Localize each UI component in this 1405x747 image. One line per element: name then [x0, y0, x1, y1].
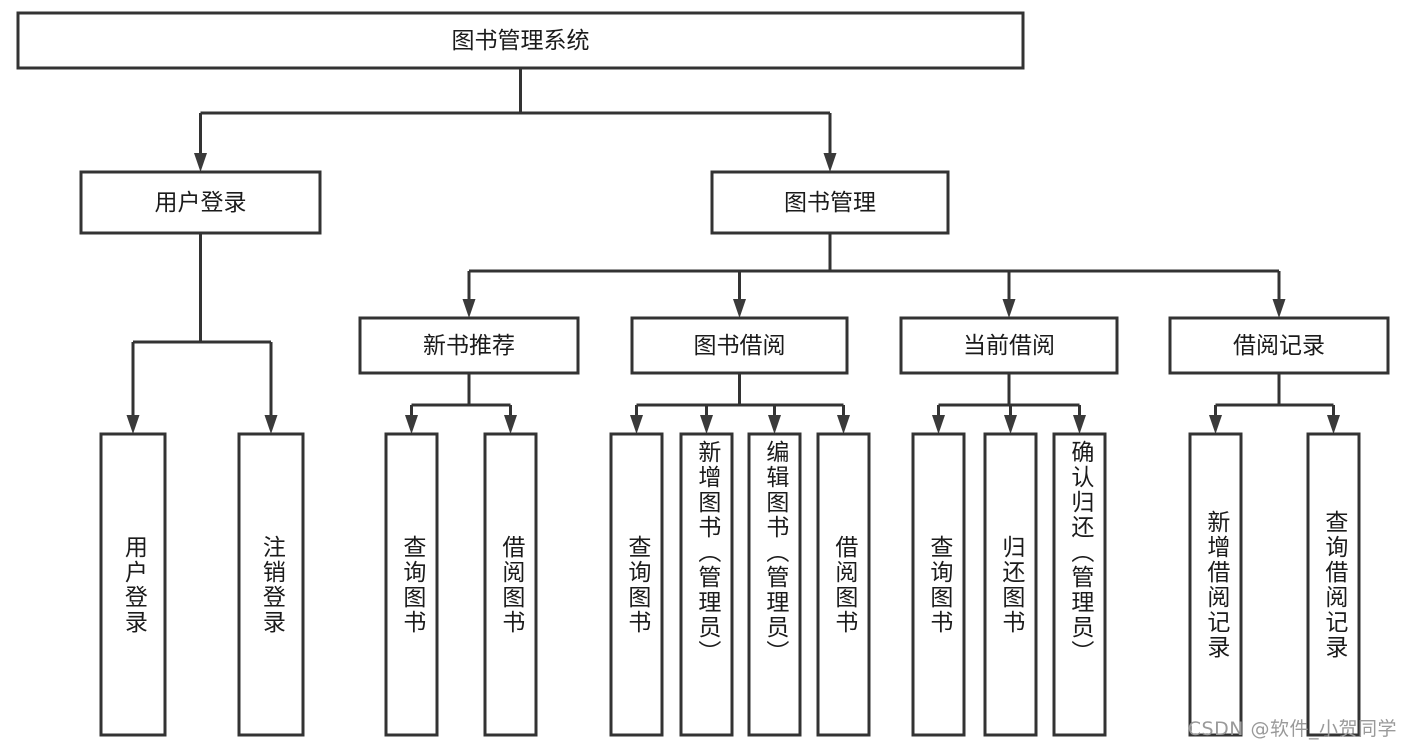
level2-node-box-2[interactable] — [899, 316, 1119, 375]
leaf-node-box-2[interactable] — [384, 432, 439, 737]
arrow-head-icon-leaf-2-1 — [700, 415, 713, 434]
arrow-head-icon-leaf-0-0 — [126, 415, 140, 434]
arrow-head-icon-leaf-0-1 — [264, 415, 278, 434]
level2-node-label-1: 图书借阅 — [694, 333, 786, 359]
arrow-head-icon-root-l1-0 — [194, 153, 207, 172]
leaf-node-box-9[interactable] — [983, 432, 1038, 737]
leaf-node-box-1[interactable] — [237, 432, 305, 737]
boxes-layer — [16, 11, 1390, 737]
arrow-head-icon-leaf-3-0 — [932, 415, 945, 434]
level2-node-label-0: 新书推荐 — [423, 333, 515, 359]
leaf-node-box-6[interactable] — [747, 432, 802, 737]
level1-node-box-0[interactable] — [79, 170, 322, 235]
root-node-label: 图书管理系统 — [452, 28, 590, 54]
level1-node-label-0: 用户登录 — [155, 190, 247, 216]
arrow-head-icon-mgmt-l2-3 — [1272, 299, 1286, 318]
leaf-node-box-8[interactable] — [911, 432, 966, 737]
arrow-head-icon-leaf-4-0 — [1209, 415, 1222, 434]
connectors-layer — [126, 68, 1340, 434]
arrow-head-icon-leaf-1-1 — [504, 415, 517, 434]
level2-node-label-3: 借阅记录 — [1233, 333, 1325, 359]
arrow-head-icon-root-l1-1 — [823, 153, 837, 172]
arrow-head-icon-mgmt-l2-2 — [1002, 299, 1016, 318]
arrow-head-icon-leaf-3-1 — [1004, 415, 1017, 434]
leaf-node-box-11[interactable] — [1188, 432, 1243, 737]
level1-node-label-1: 图书管理 — [784, 190, 876, 216]
arrow-head-icon-leaf-4-1 — [1327, 415, 1340, 434]
arrow-head-icon-mgmt-l2-0 — [462, 299, 476, 318]
arrow-head-icon-leaf-3-2 — [1073, 415, 1086, 434]
root-node-box[interactable] — [16, 11, 1025, 70]
arrow-head-icon-leaf-1-0 — [405, 415, 418, 434]
leaf-node-box-3[interactable] — [483, 432, 538, 737]
arrow-head-icon-mgmt-l2-1 — [733, 299, 746, 318]
level2-node-label-2: 当前借阅 — [963, 333, 1055, 359]
arrow-head-icon-leaf-2-3 — [837, 415, 850, 434]
leaf-node-box-4[interactable] — [609, 432, 664, 737]
leaf-node-box-7[interactable] — [816, 432, 871, 737]
csdn-watermark: CSDN @软件_小贺同学 — [1187, 718, 1397, 740]
arrow-head-icon-leaf-2-2 — [768, 415, 781, 434]
leaf-node-box-10[interactable] — [1052, 432, 1107, 737]
level2-node-box-1[interactable] — [630, 316, 849, 375]
level2-node-box-3[interactable] — [1168, 316, 1390, 375]
arrow-head-icon-leaf-2-0 — [630, 415, 643, 434]
leaf-node-box-12[interactable] — [1306, 432, 1361, 737]
level1-node-box-1[interactable] — [710, 170, 950, 235]
leaf-node-box-0[interactable] — [99, 432, 167, 737]
level2-node-box-0[interactable] — [358, 316, 580, 375]
leaf-node-box-5[interactable] — [679, 432, 734, 737]
